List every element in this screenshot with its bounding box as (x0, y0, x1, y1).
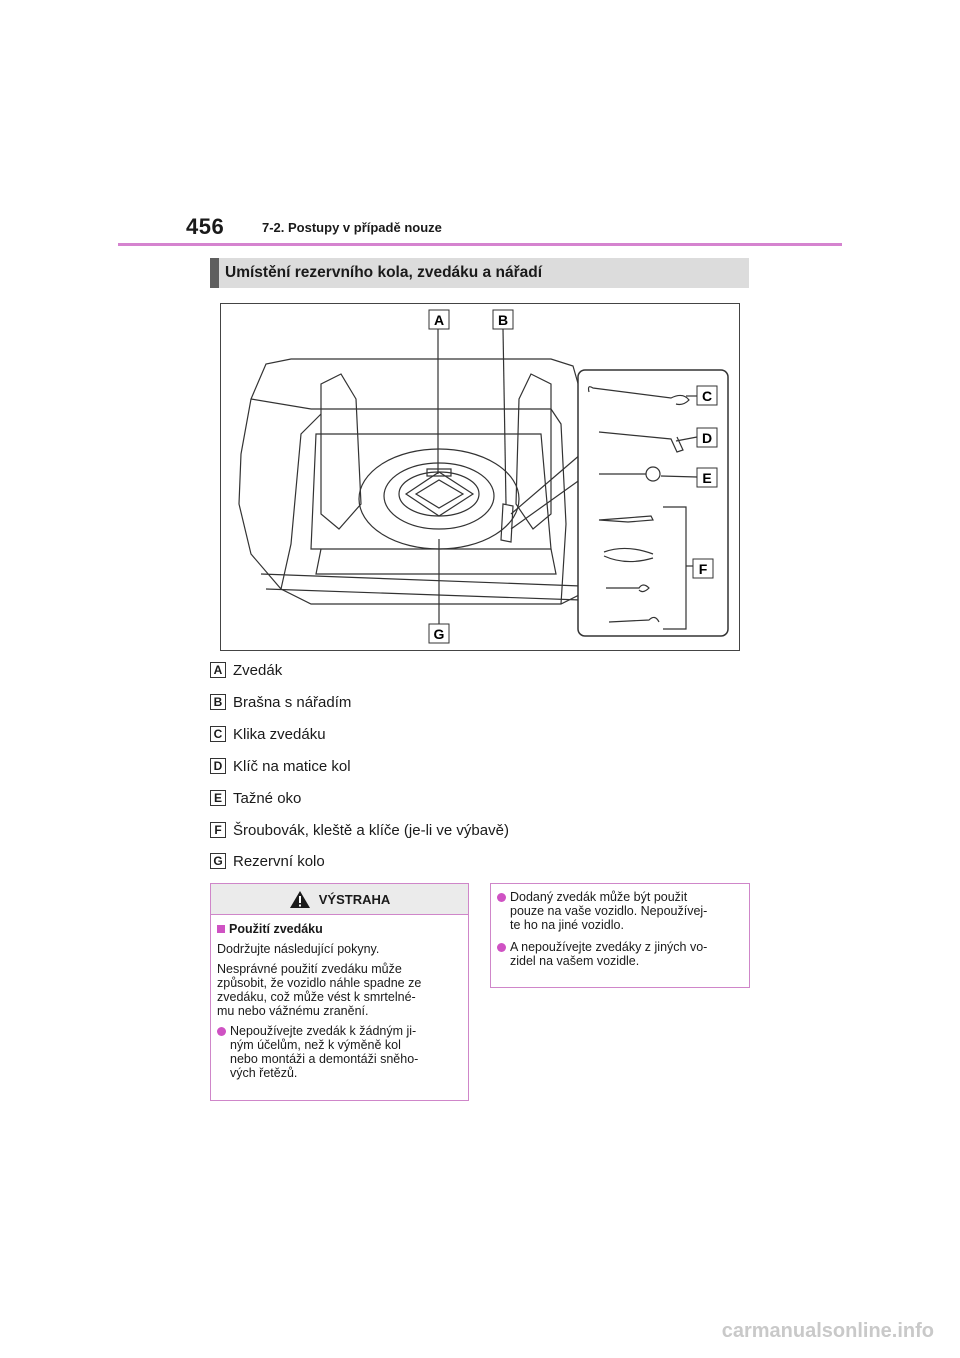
legend-letter: E (210, 790, 226, 806)
legend-letter: A (210, 662, 226, 678)
watermark: carmanualsonline.info (721, 1320, 934, 1342)
legend-item-d: D Klíč na matice kol (210, 756, 351, 776)
warning-header: VÝSTRAHA (211, 884, 468, 915)
trunk-drawing: A B C D E F G (238, 309, 729, 644)
section-title: 7-2. Postupy v případě nouze (262, 220, 442, 235)
warning-continued-box: Dodaný zvedák může být použit pouze na v… (490, 883, 750, 988)
legend-text: Klíč na matice kol (233, 757, 351, 775)
callout-f: F (699, 561, 708, 577)
warning-bullet-1: Nepoužívejte zvedák k žádným ji- ným úče… (217, 1024, 462, 1080)
legend-text: Zvedák (233, 661, 283, 679)
legend-text: Tažné oko (233, 789, 302, 807)
trunk-illustration: A B C D E F G (220, 303, 740, 651)
legend-text: Šroubovák, kleště a klíče (je-li ve výba… (233, 821, 509, 839)
callout-g: G (434, 626, 445, 642)
callout-b: B (498, 312, 508, 328)
page-number: 456 (186, 214, 225, 239)
round-bullet-icon (217, 1027, 226, 1036)
subsection-title: Umístění rezervního kola, zvedáku a nářa… (210, 258, 749, 288)
callout-d: D (702, 430, 712, 446)
legend-letter: B (210, 694, 226, 710)
legend-text: Brašna s nářadím (233, 693, 352, 711)
warning-subheading: Použití zvedáku (217, 922, 462, 936)
round-bullet-icon (497, 893, 506, 902)
legend-item-c: C Klika zvedáku (210, 724, 326, 744)
legend-letter: G (210, 853, 226, 869)
warning-box: VÝSTRAHA Použití zvedáku Dodržujte násle… (210, 883, 469, 1101)
round-bullet-icon (497, 943, 506, 952)
legend-item-f: F Šroubovák, kleště a klíče (je-li ve vý… (210, 820, 509, 840)
warning-triangle-icon (289, 890, 310, 908)
legend-item-a: A Zvedák (210, 660, 282, 680)
legend-letter: F (210, 822, 226, 838)
legend-item-e: E Tažné oko (210, 788, 301, 808)
warning-paragraph-2: Nesprávné použití zvedáku může způsobit,… (217, 962, 422, 1018)
legend-text: Klika zvedáku (233, 725, 326, 743)
continued-bullet-2: A nepoužívejte zvedáky z jiných vo- zide… (497, 940, 743, 968)
callout-a: A (434, 312, 444, 328)
callout-e: E (702, 470, 711, 486)
legend-letter: D (210, 758, 226, 774)
warning-paragraph-1: Dodržujte následující pokyny. (217, 942, 380, 956)
continued-bullet-1: Dodaný zvedák může být použit pouze na v… (497, 890, 743, 932)
legend-item-g: G Rezervní kolo (210, 851, 325, 871)
callout-c: C (702, 388, 712, 404)
legend-letter: C (210, 726, 226, 742)
square-bullet-icon (217, 925, 225, 933)
warning-title: VÝSTRAHA (318, 891, 391, 907)
header-rule (118, 243, 842, 246)
legend-item-b: B Brašna s nářadím (210, 692, 351, 712)
legend-text: Rezervní kolo (233, 852, 325, 870)
